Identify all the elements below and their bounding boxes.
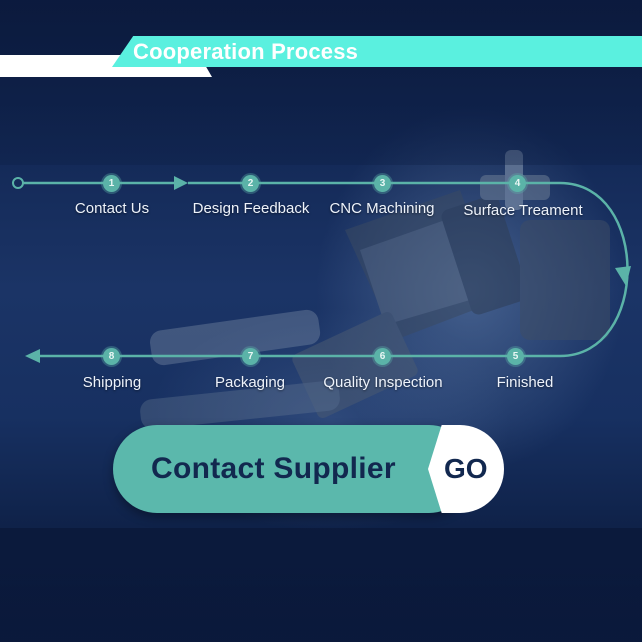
contact-supplier-label: Contact Supplier [151,452,396,485]
step-number-2: 2 [242,175,259,192]
flow-start-dot [12,177,24,189]
step-label-shipping: Shipping [82,374,142,391]
step-label-quality-inspection: Quality Inspection [323,374,443,391]
go-label: GO [444,453,488,484]
step-label-packaging: Packaging [214,374,286,391]
step-label-finished: Finished [496,374,554,391]
contact-supplier-button[interactable] [113,425,473,513]
step-number-6: 6 [374,348,391,365]
step-label-contact-us: Contact Us [74,200,150,217]
go-button[interactable] [428,425,504,513]
step-number-3: 3 [374,175,391,192]
step-number-8: 8 [103,348,120,365]
step-label-surface-treament: Surface Treament [463,202,583,219]
step-number-4: 4 [509,175,526,192]
flow-arrow-left-icon [25,349,40,363]
page-title: Cooperation Process [133,39,359,64]
step-label-cnc-machining: CNC Machining [329,200,435,217]
bottom-band [0,528,642,642]
header-bar [112,36,642,67]
flow-arrow-right-icon [174,176,188,190]
step-label-design-feedback: Design Feedback [192,200,310,217]
step-number-1: 1 [103,175,120,192]
step-number-7: 7 [242,348,259,365]
top-band [0,0,642,165]
step-number-5: 5 [507,348,524,365]
flow-arrow-down-icon [615,266,631,286]
